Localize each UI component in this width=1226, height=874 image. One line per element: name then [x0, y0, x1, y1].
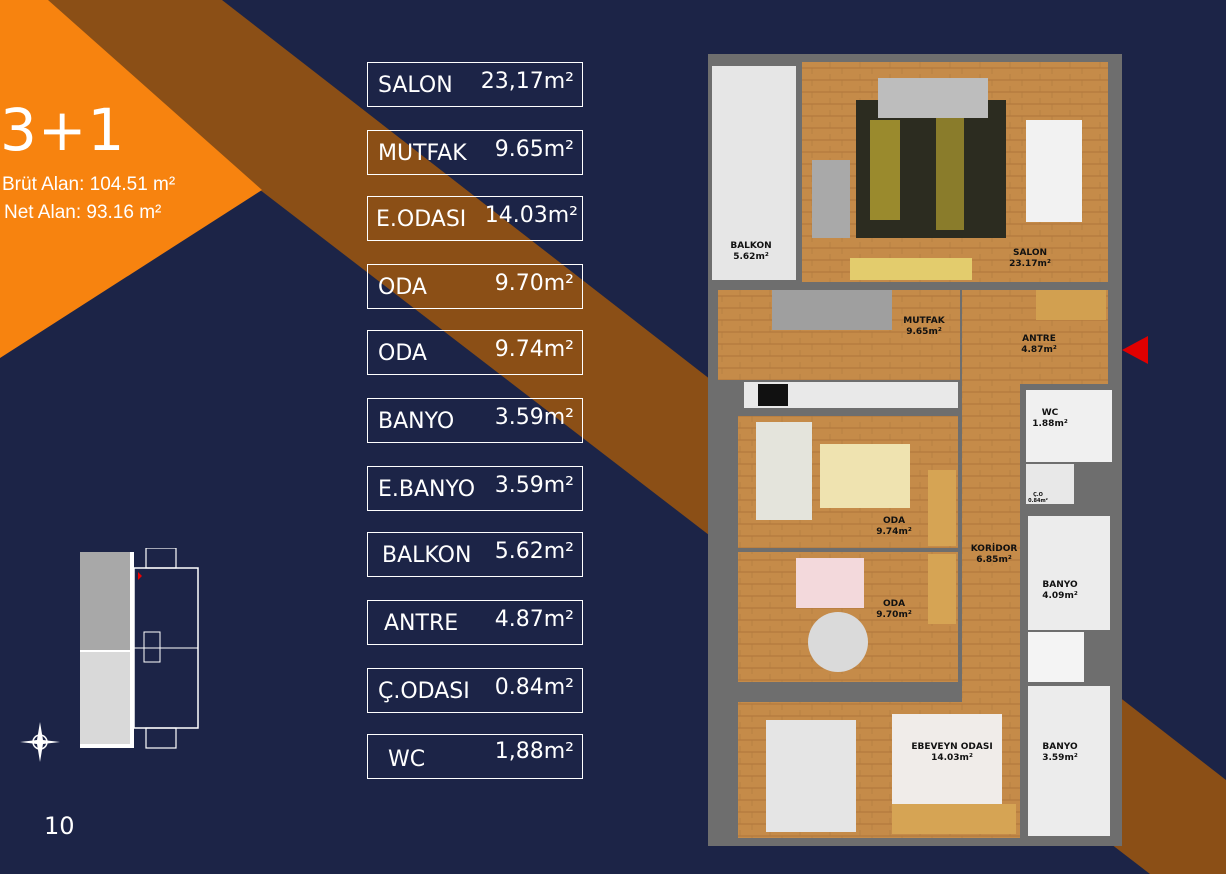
room-area: 3.59m²: [494, 405, 574, 430]
room-area: 9.74m²: [494, 337, 574, 362]
room-area: 1,88m²: [494, 739, 574, 764]
floor-plan: [708, 54, 1122, 846]
room-area: 9.65m²: [494, 137, 574, 162]
room-name: BALKON: [382, 543, 472, 568]
room-row: E.ODASI 14.03m²: [367, 196, 583, 241]
room-name: SALON: [378, 73, 453, 98]
room-name: Ç.ODASI: [378, 679, 470, 704]
room-name: ANTRE: [384, 611, 459, 636]
gross-area-text: Brüt Alan: 104.51 m²: [2, 174, 176, 195]
north-compass-icon: [20, 722, 60, 762]
room-name: MUTFAK: [378, 141, 467, 166]
room-row: ANTRE 4.87m²: [367, 600, 583, 645]
room-row: ODA 9.74m²: [367, 330, 583, 375]
room-area: 4.87m²: [494, 607, 574, 632]
net-area-text: Net Alan: 93.16 m²: [4, 202, 162, 223]
room-name: E.BANYO: [378, 477, 476, 502]
room-row: BALKON 5.62m²: [367, 532, 583, 577]
room-area: 5.62m²: [494, 539, 574, 564]
entrance-arrow-icon: [1122, 336, 1148, 364]
room-area: 3.59m²: [494, 473, 574, 498]
room-row: E.BANYO 3.59m²: [367, 466, 583, 511]
room-area: 0.84m²: [494, 675, 574, 700]
room-row: ODA 9.70m²: [367, 264, 583, 309]
room-name: BANYO: [378, 409, 455, 434]
page-number: 10: [44, 812, 75, 840]
room-name: ODA: [378, 341, 427, 366]
room-row: SALON 23,17m²: [367, 62, 583, 107]
room-row: BANYO 3.59m²: [367, 398, 583, 443]
room-name: WC: [388, 747, 426, 772]
room-row: Ç.ODASI 0.84m²: [367, 668, 583, 713]
room-area: 23,17m²: [480, 69, 574, 94]
room-name: E.ODASI: [376, 207, 467, 232]
key-plan: [80, 548, 199, 749]
room-area: 14.03m²: [484, 203, 578, 228]
room-row: MUTFAK 9.65m²: [367, 130, 583, 175]
orange-triangle: [0, 0, 262, 358]
apartment-type-title: 3+1: [0, 96, 126, 164]
room-area: 9.70m²: [494, 271, 574, 296]
room-name: ODA: [378, 275, 427, 300]
room-row: WC 1,88m²: [367, 734, 583, 779]
